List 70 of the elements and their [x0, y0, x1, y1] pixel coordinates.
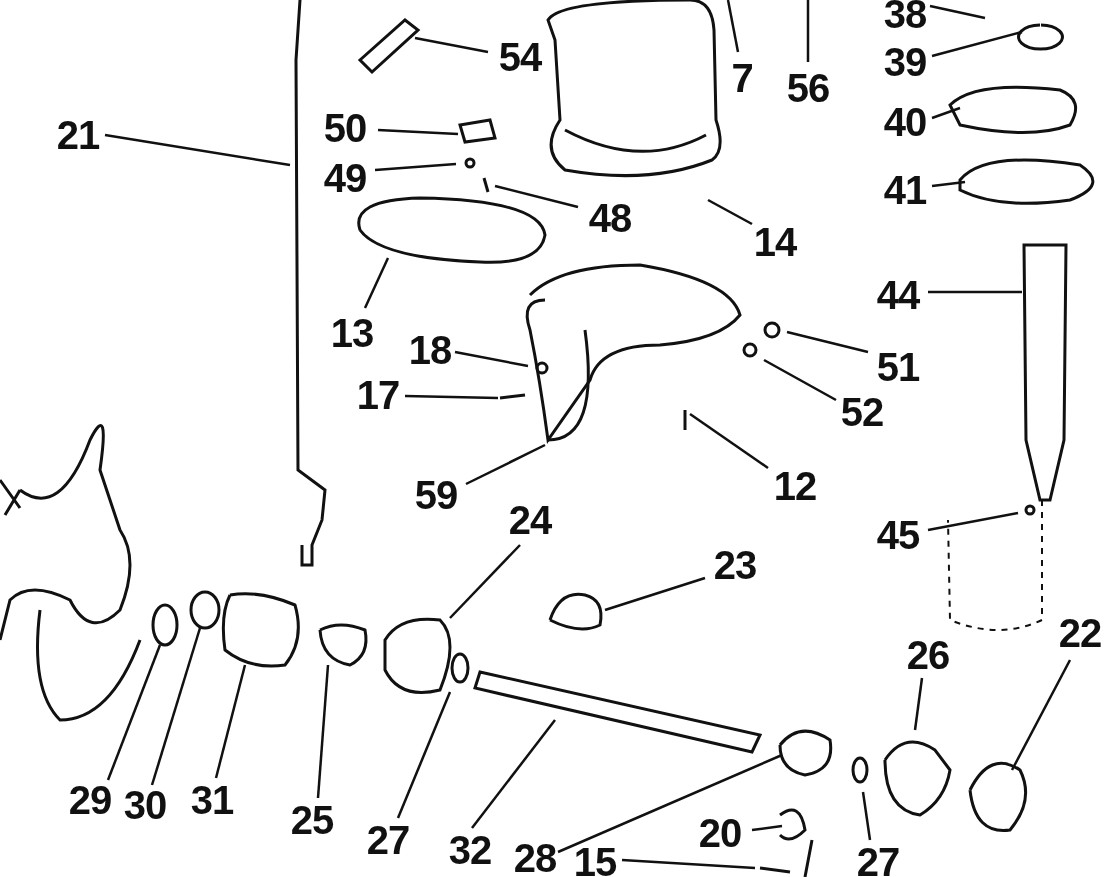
- callout-number: 38: [883, 0, 927, 34]
- callout-number: 14: [753, 222, 797, 262]
- callout-number: 40: [883, 102, 927, 142]
- callout-number: 45: [876, 515, 920, 555]
- callout-number: 29: [68, 780, 112, 820]
- leader-line: [806, 0, 810, 62]
- callout-number: 22: [1058, 613, 1102, 653]
- callout-number: 26: [906, 635, 950, 675]
- leader-line: [316, 664, 330, 799]
- callout-number: 56: [786, 68, 830, 108]
- leader-line: [363, 257, 390, 309]
- leader-line: [150, 627, 202, 786]
- leader-line: [604, 576, 706, 612]
- leader-line: [751, 824, 783, 832]
- leader-line: [931, 30, 1023, 58]
- callout-number: 48: [588, 198, 632, 238]
- callout-number: 18: [408, 330, 452, 370]
- leader-line: [928, 290, 1022, 294]
- leader-line: [726, 0, 740, 53]
- callout-number: 49: [323, 158, 367, 198]
- leader-line: [414, 36, 489, 54]
- leader-line: [763, 358, 837, 402]
- leader-line: [786, 330, 869, 354]
- leader-line: [927, 511, 1019, 532]
- callout-number: 32: [448, 830, 492, 870]
- callout-number: 20: [698, 813, 742, 853]
- leader-line: [449, 544, 521, 619]
- leader-line: [377, 128, 459, 136]
- callout-number: 51: [876, 347, 920, 387]
- leader-line: [707, 198, 753, 226]
- callout-number: 27: [856, 842, 900, 877]
- leader-line: [471, 719, 556, 829]
- callout-number: 23: [713, 545, 757, 585]
- leader-line: [104, 133, 291, 167]
- callout-number: 15: [573, 842, 617, 877]
- leader-line: [929, 4, 986, 20]
- callout-number: 39: [883, 42, 927, 82]
- callout-number: 30: [123, 785, 167, 825]
- leader-line: [106, 644, 162, 781]
- callout-number: 44: [876, 275, 920, 315]
- leader-line: [396, 691, 452, 819]
- leader-line: [621, 858, 756, 870]
- callout-number: 21: [56, 115, 100, 155]
- leader-line: [931, 106, 961, 120]
- leader-line: [689, 412, 769, 470]
- callout-number: 31: [190, 780, 234, 820]
- callout-number: 27: [366, 820, 410, 860]
- callout-number: 28: [513, 838, 557, 877]
- callout-number: 12: [773, 466, 817, 506]
- leader-line: [931, 180, 966, 188]
- leader-line: [1010, 659, 1072, 771]
- callout-number: 25: [290, 800, 334, 840]
- leader-line: [404, 394, 499, 400]
- callout-number: 41: [883, 170, 927, 210]
- callout-number: 54: [498, 37, 542, 77]
- leader-line: [557, 753, 783, 854]
- callout-number: 13: [330, 313, 374, 353]
- leader-line: [454, 350, 529, 368]
- leader-line: [494, 184, 579, 209]
- leader-line: [861, 791, 872, 841]
- callout-number: 52: [840, 392, 884, 432]
- leader-line: [465, 443, 546, 486]
- callout-number: 17: [356, 375, 400, 415]
- callout-number: 59: [414, 475, 458, 515]
- callout-number: 24: [508, 500, 552, 540]
- callout-number: 50: [323, 108, 367, 148]
- callout-number: 7: [731, 58, 753, 98]
- leader-line: [374, 162, 457, 172]
- leader-line: [214, 664, 247, 779]
- leader-line: [913, 677, 924, 731]
